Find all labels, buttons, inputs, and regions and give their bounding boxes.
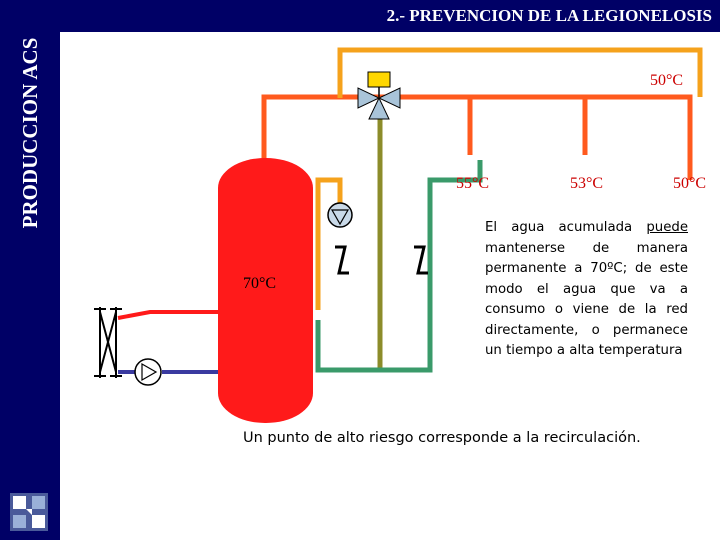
check-valve-icon: [335, 245, 349, 275]
description-end: mantenerse de manera permanente a 70ºC; …: [485, 240, 688, 359]
heat-exchanger: [94, 307, 122, 378]
logo-icon: [10, 493, 48, 531]
storage-tank: [218, 158, 313, 423]
tank-temperature: 70°C: [243, 275, 277, 292]
slide-title: 2.- PREVENCION DE LA LEGIONELOSIS: [386, 6, 712, 25]
recirculation-pump-icon: [327, 202, 353, 228]
description-start: El agua acumulada: [485, 220, 647, 235]
temp-branch-3: 50°C: [673, 175, 707, 192]
three-way-valve-icon: [357, 71, 401, 120]
top-bar: [60, 0, 720, 32]
cold-water-pipe: [315, 160, 483, 373]
description-text: El agua acumulada puede mantenerse de ma…: [485, 218, 688, 362]
coil-pipes: [117, 310, 218, 320]
left-sidebar: [0, 0, 60, 540]
temp-top: 50°C: [650, 72, 684, 89]
primary-pump-icon: [134, 358, 162, 386]
risk-note: Un punto de alto riesgo corresponde a la…: [243, 430, 641, 446]
check-valve-icon: [414, 245, 428, 275]
temp-branch-2: 53°C: [570, 175, 604, 192]
temp-branch-1: 55°C: [456, 175, 490, 192]
description-underlined: puede: [646, 220, 688, 235]
recirculation-pipe: [315, 47, 703, 310]
hot-water-pipe: [261, 94, 693, 180]
